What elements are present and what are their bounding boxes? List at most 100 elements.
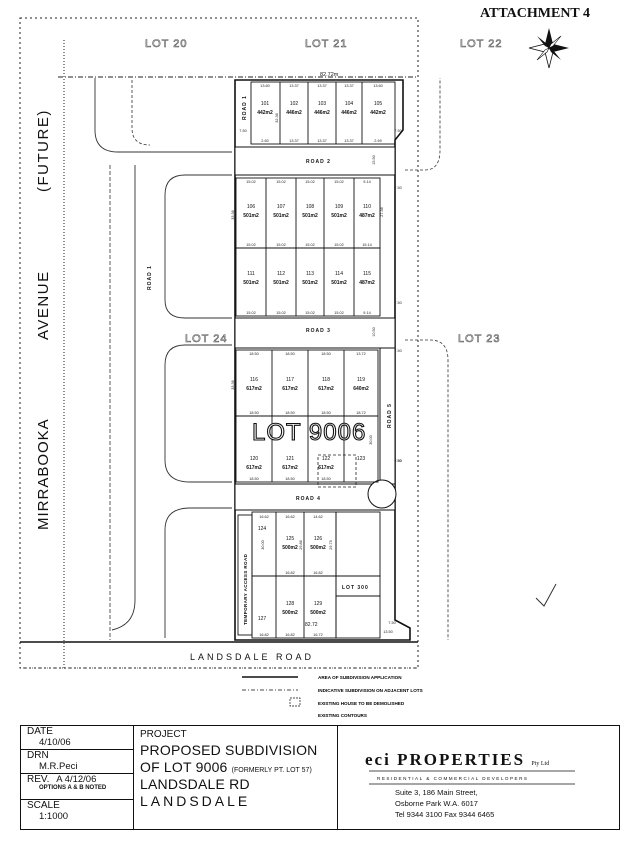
dimension-label: 13.60	[373, 84, 383, 88]
dimension-label: 15.50	[372, 155, 376, 165]
dimension-label: 33.36	[231, 210, 235, 220]
scale-label: SCALE	[27, 800, 60, 811]
drn-cell: DRN M.R.Peci	[21, 750, 133, 774]
dimension-label: 7.50	[388, 621, 395, 625]
lot-number: 104	[345, 101, 354, 107]
dimension-label: 13.37	[317, 139, 327, 143]
lot-number: 126	[314, 536, 323, 542]
lot-number: 106	[247, 204, 256, 210]
date-value: 4/10/06	[39, 737, 71, 748]
lot-number: 116	[250, 377, 258, 383]
lot-area: 446m2	[314, 110, 330, 116]
drn-label: DRN	[27, 750, 49, 761]
rev-value: A 4/12/06	[56, 774, 97, 785]
dimension-label: 15.02	[305, 180, 315, 184]
lot-area: 446m2	[286, 110, 302, 116]
company-pty: Pty Ltd	[531, 761, 550, 767]
company-phone: Tel 9344 3100 Fax 9344 6465	[395, 810, 495, 819]
dimension-label: 27.36	[380, 207, 384, 217]
company-address-1: Suite 3, 186 Main Street,	[395, 788, 478, 797]
dimension-label: 7.50	[394, 129, 401, 133]
dimension-label: 18.50	[249, 411, 259, 415]
dimension-label: 7.50	[394, 186, 401, 190]
lot-area: 501m2	[331, 213, 347, 219]
dimension-label: 13.72	[356, 352, 366, 356]
dimension-label: 15.02	[334, 180, 344, 184]
rev-label: REV.	[27, 774, 50, 785]
label-lot-22: LOT 22	[460, 38, 503, 50]
dimension-label: 15.02	[334, 243, 344, 247]
adjacent-road-outline-6	[111, 165, 136, 631]
dimension-label: 15.02	[246, 311, 256, 315]
dimension-label: 32.36	[275, 113, 279, 123]
adjacent-road-outline-4	[164, 344, 232, 483]
dimension-label: 15.02	[334, 311, 344, 315]
company-logo: eci PROPERTIES Pty Ltd	[365, 750, 549, 770]
dimension-label: 18.50	[249, 352, 259, 356]
label-lot-21: LOT 21	[305, 38, 348, 50]
project-line-2a: OF LOT 9006	[140, 759, 228, 775]
dimension-label: 15.02	[276, 180, 286, 184]
project-line-2b: (FORMERLY PT. LOT 57)	[231, 767, 312, 774]
label-road-2: ROAD 2	[306, 159, 331, 165]
dimension-label: 7.50	[394, 349, 401, 353]
dimension-label: 30.00	[369, 435, 373, 445]
lot-number: 103	[318, 101, 327, 107]
lot-number: 112	[277, 271, 285, 277]
lot-area: 501m2	[331, 280, 347, 286]
dimension-label: 7.50	[394, 301, 401, 305]
legend-indicative: INDICATIVE SUBDIVISION ON ADJACENT LOTS	[318, 688, 423, 693]
lot-number: 107	[277, 204, 286, 210]
adjacent-road-outline-2	[131, 80, 151, 146]
attachment-label: ATTACHMENT 4	[479, 6, 591, 21]
lot-number: 105	[374, 101, 383, 107]
dimension-label: 9.14	[363, 311, 370, 315]
dimension-label: 18.50	[249, 477, 259, 481]
adjacent-road-outline-9	[405, 78, 441, 171]
lot-area: 446m2	[341, 110, 357, 116]
label-temporary-access-road: TEMPORARY ACCESS ROAD	[243, 553, 248, 625]
lot-number: 120	[250, 456, 259, 462]
label-lot-9006: LOT 9006	[252, 419, 366, 446]
legend: AREA OF SUBDIVISION APPLICATION INDICATI…	[242, 675, 423, 718]
cul-de-sac	[367, 479, 397, 509]
dimension-label: 13.60	[260, 84, 270, 88]
title-block: DATE 4/10/06 DRN M.R.Peci REV. A 4/12/06…	[20, 725, 620, 830]
dimension-label: 18.50	[321, 411, 331, 415]
label-landsdale-road: LANDSDALE ROAD	[190, 652, 314, 662]
project-line-3: LANDSDALE RD	[140, 776, 250, 792]
lot-area: 501m2	[273, 213, 289, 219]
dimension-label: 2.69	[374, 139, 381, 143]
logo-rules	[369, 770, 575, 785]
drn-value: M.R.Peci	[39, 761, 78, 772]
dimension-label: 13.37	[344, 139, 354, 143]
lot-labels: 101442m2102446m2103446m2104446m2105442m2…	[243, 101, 386, 622]
lot-area: 501m2	[302, 280, 318, 286]
lot-number: 113	[306, 271, 314, 277]
dimension-label: 18.72	[356, 411, 366, 415]
dimension-label: 2.50	[394, 459, 401, 463]
lot-area: 501m2	[273, 280, 289, 286]
rev-note: OPTIONS A & B NOTED	[39, 785, 107, 791]
adjacent-road-outline-1	[94, 78, 232, 153]
dimension-label: 29.86	[299, 540, 303, 550]
check-mark-icon	[535, 583, 557, 607]
plan-labels: LOT 20 LOT 21 LOT 22 LOT 24 LOT 23 LOT 3…	[35, 38, 503, 662]
lot-number: 121	[286, 456, 295, 462]
rev-cell: REV. A 4/12/06 OPTIONS A & B NOTED	[21, 774, 133, 800]
company-name: eci PROPERTIES	[365, 750, 526, 769]
lot-number: 101	[261, 101, 270, 107]
dimension-label: 16.62	[259, 515, 269, 519]
date-label: DATE	[27, 726, 53, 737]
dimension-label: 15.14	[362, 243, 372, 247]
lot-number: 117	[286, 377, 294, 383]
label-road-4: ROAD 4	[296, 496, 321, 502]
lot-number: 111	[247, 271, 255, 277]
lot-number: 124	[258, 526, 267, 532]
dimension-label: 15.02	[246, 243, 256, 247]
date-cell: DATE 4/10/06	[21, 726, 133, 750]
dimension-label: 30.00	[261, 540, 265, 550]
lot-number: 129	[314, 601, 323, 607]
